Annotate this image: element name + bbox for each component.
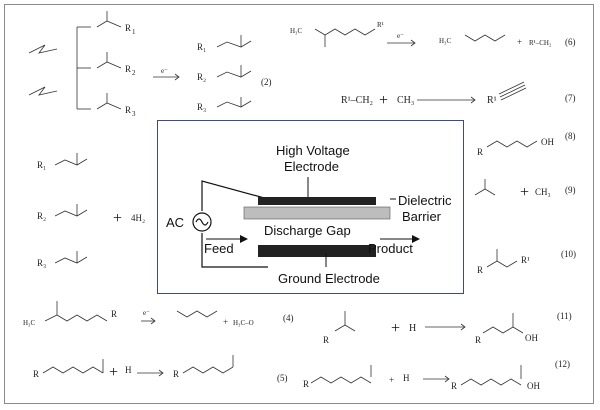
ground-electrode-base (258, 253, 376, 257)
r3-item-2: R₂ (37, 211, 46, 221)
r11-number: (11) (557, 311, 572, 321)
r6-reactant: H₃C (290, 27, 302, 35)
r7-lhs2: CH₃ (397, 95, 414, 106)
r2-product-3: R₃ (197, 102, 206, 112)
high-voltage-electrode (258, 197, 376, 205)
r12-product-r: R (451, 381, 457, 391)
r4-electron: e⁻ (143, 309, 150, 317)
r2-product-1: R₁ (197, 42, 206, 52)
r6-product-right: R¹–CH₂ (529, 39, 552, 47)
r4-group: R (111, 309, 117, 319)
r1-group-2-sub: 2 (132, 69, 136, 77)
r8-number: (8) (565, 131, 576, 141)
r10-r1: R¹ (521, 255, 530, 265)
electrode-label: Electrode (284, 159, 339, 174)
wire-bottom (201, 233, 268, 268)
r4-lhs: H₃C (23, 319, 35, 327)
r4-plus: + (223, 317, 228, 327)
r1-group-2: R (125, 64, 131, 74)
r7-plus: + (379, 92, 388, 109)
r12-plus: + (389, 375, 394, 385)
ac-wave-icon (195, 218, 209, 226)
r5-h: H (125, 365, 132, 375)
dbd-reactor-diagram: High Voltage Electrode Dielectric Barrie… (166, 143, 452, 286)
r5-plus: + (109, 364, 118, 381)
r3-plus: + (113, 210, 122, 227)
r1-group-3: R (125, 105, 131, 115)
ground-electrode (258, 245, 376, 253)
product-label: Product (368, 241, 413, 256)
r2-product-2: R₂ (197, 72, 206, 82)
r6-sub: R¹ (377, 21, 384, 29)
r8-oh: OH (541, 137, 554, 147)
r8-group: R (477, 147, 483, 157)
wire-top (201, 180, 269, 211)
r5-r: R (33, 369, 39, 379)
r6-electron: e⁻ (397, 32, 404, 40)
r12-h: H (403, 373, 410, 383)
barrier-label: Barrier (402, 209, 442, 224)
r11-product-oh: OH (525, 333, 538, 343)
r9-number: (9) (565, 185, 576, 195)
product-arrowhead-icon (412, 235, 420, 243)
r3-h2: 4H₂ (131, 213, 145, 223)
dbd-reactor-inset: High Voltage Electrode Dielectric Barrie… (157, 120, 464, 294)
r12-product-oh: OH (527, 381, 540, 391)
r1-group-1: R (125, 23, 131, 33)
discharge-gap-label: Discharge Gap (264, 223, 351, 238)
r4-product: H₃C–O (233, 319, 254, 327)
dielectric-barrier (243, 206, 391, 220)
r3-item-3: R₃ (37, 258, 46, 268)
r11-product-r: R (475, 335, 481, 345)
ac-label: AC (166, 215, 184, 230)
r6-plus: + (517, 37, 522, 47)
r11-plus: + (391, 320, 400, 337)
r7-product: R¹ (487, 95, 497, 106)
r7-lhs1: R¹–CH₂ (341, 95, 373, 106)
r11-h: H (409, 323, 416, 334)
r10-number: (10) (561, 249, 576, 259)
r3-item-1: R₁ (37, 160, 46, 170)
r6-number: (6) (565, 37, 576, 47)
reaction-scheme: R 1 R 2 R 3 e⁻ R₁ R₂ R₃ (2) H₃C R¹ e⁻ H₃… (23, 11, 576, 391)
r1-group-1-sub: 1 (132, 28, 136, 36)
r9-plus: + (520, 184, 529, 201)
r11-lhs: R (323, 335, 329, 345)
high-voltage-label: High Voltage (276, 143, 350, 158)
r2-number: (2) (261, 77, 272, 87)
r12-r: R (303, 379, 309, 389)
ac-source-icon (192, 212, 212, 232)
r12-number: (12) (555, 359, 570, 369)
ground-electrode-label: Ground Electrode (278, 271, 380, 286)
feed-label: Feed (204, 241, 234, 256)
r1-group-3-sub: 3 (132, 110, 136, 118)
r6-product-left: H₃C (439, 37, 451, 45)
r10-r: R (477, 265, 483, 275)
r1-electron: e⁻ (161, 67, 168, 75)
dielectric-label: Dielectric (398, 193, 452, 208)
feed-arrowhead-icon (240, 235, 248, 243)
r9-radical: CH₃ (535, 187, 551, 197)
r5-product-r: R (173, 369, 179, 379)
r5-number: (5) (277, 373, 288, 383)
r4-number: (4) (283, 313, 294, 323)
r7-number: (7) (565, 93, 576, 103)
